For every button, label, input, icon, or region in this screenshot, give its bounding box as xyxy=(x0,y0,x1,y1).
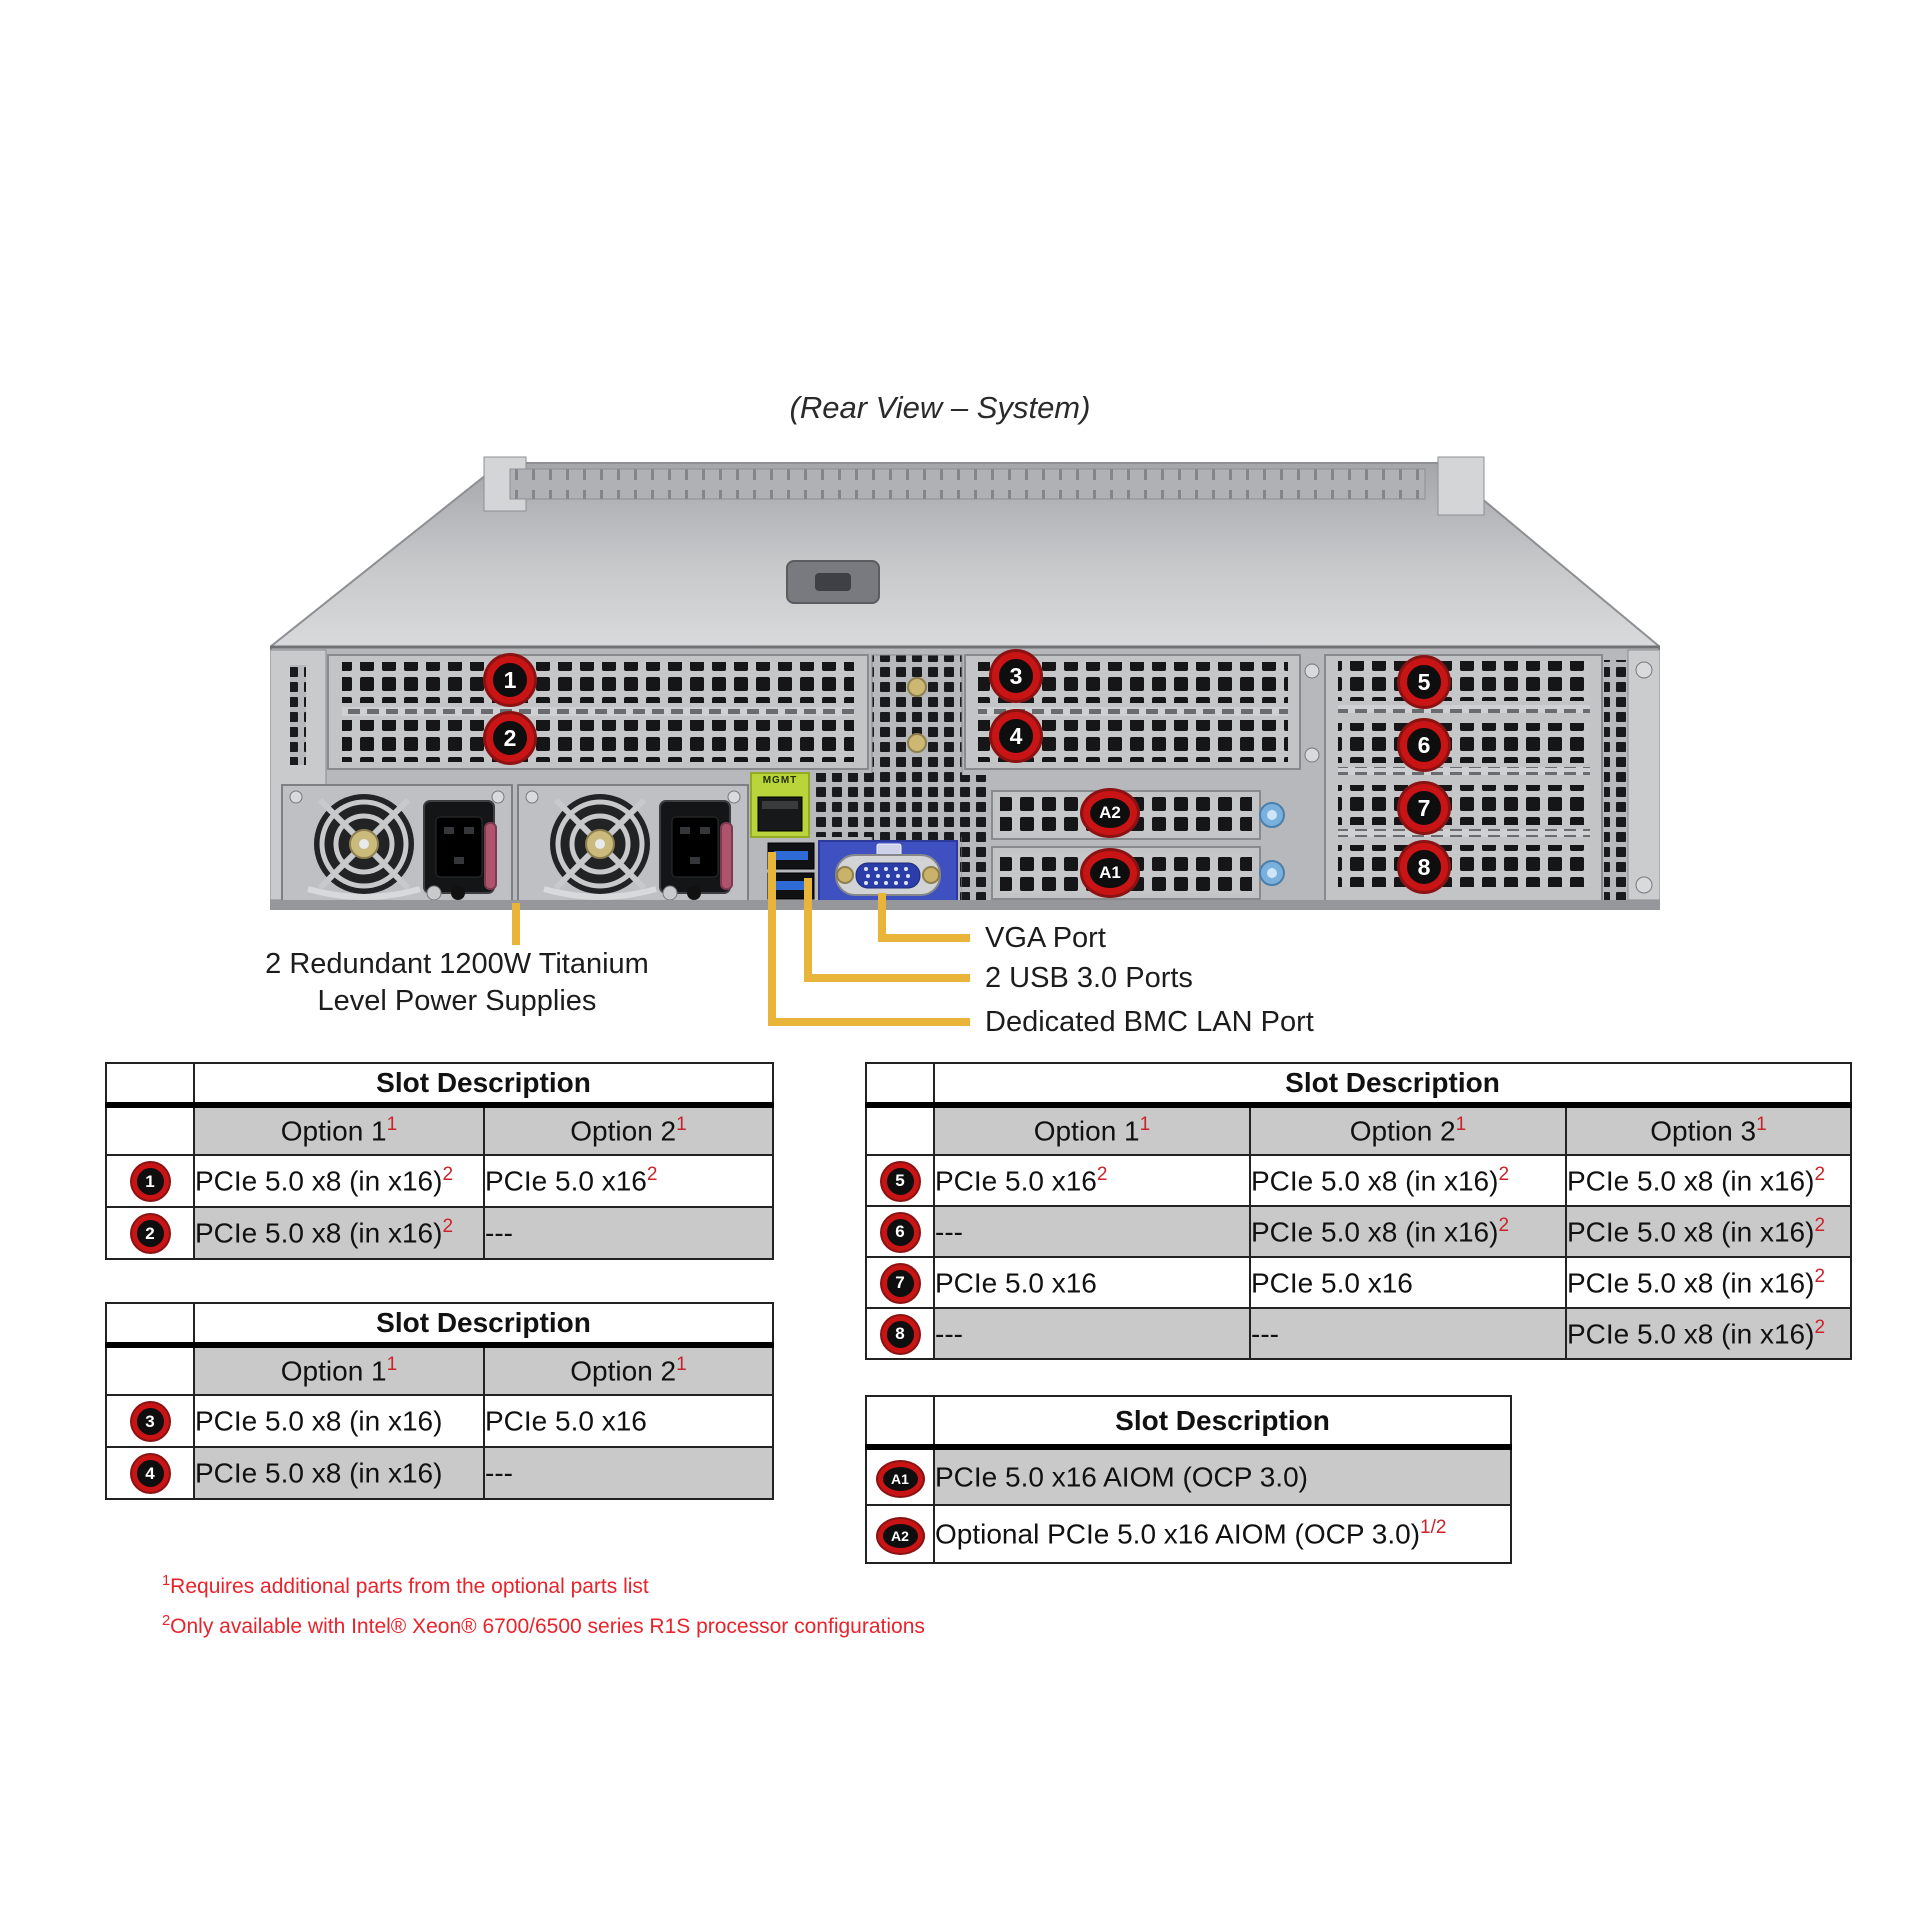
usb-callout-line-v xyxy=(804,878,812,982)
slot-table-1-2: Slot Description Option 11 Option 21 1 P… xyxy=(105,1062,775,1260)
slot-callout-8: 8 xyxy=(1400,843,1448,891)
header-badge-cell xyxy=(105,1062,195,1108)
slot-callout-1: 1 xyxy=(486,656,534,704)
psu-label-line1: 2 Redundant 1200W Titanium xyxy=(265,948,649,980)
row-badge: 4 xyxy=(131,1455,169,1493)
option-badge-cell xyxy=(105,1104,195,1156)
table-row: 1 PCIe 5.0 x8 (in x16)2 PCIe 5.0 x162 xyxy=(105,1154,775,1208)
slot-cell: PCIe 5.0 x8 (in x16)2 xyxy=(1249,1154,1567,1207)
usb-ports-label: 2 USB 3.0 Ports xyxy=(985,962,1193,994)
footnote-2: 2Only available with Intel® Xeon® 6700/6… xyxy=(162,1613,925,1638)
table-header: Slot Description xyxy=(933,1062,1852,1108)
slot-cell: PCIe 5.0 x162 xyxy=(933,1154,1251,1207)
slot-cell: PCIe 5.0 x16 xyxy=(1249,1256,1567,1309)
psu-callout-line xyxy=(512,903,520,945)
slot-callout-5: 5 xyxy=(1400,658,1448,706)
row-badge: 1 xyxy=(131,1163,169,1201)
slot-cell: PCIe 5.0 x16 xyxy=(933,1256,1251,1309)
option-1-header: Option 11 xyxy=(933,1104,1251,1156)
slot-callout-3: 3 xyxy=(992,652,1040,700)
slot-cell: PCIe 5.0 x16 xyxy=(482,1394,775,1448)
option-2-header: Option 21 xyxy=(482,1104,775,1156)
table-row: 2 PCIe 5.0 x8 (in x16)2 --- xyxy=(105,1206,775,1260)
table-row: A2 Optional PCIe 5.0 x16 AIOM (OCP 3.0)1… xyxy=(865,1504,1512,1564)
table-row: 8 --- --- PCIe 5.0 x8 (in x16)2 xyxy=(865,1307,1852,1360)
bmc-lan-label: Dedicated BMC LAN Port xyxy=(985,1006,1314,1038)
vga-callout-line-v xyxy=(878,893,886,942)
bmc-callout-line-h xyxy=(768,1018,970,1026)
slot-callout-a2: A2 xyxy=(1083,791,1137,835)
slot-cell: PCIe 5.0 x8 (in x16)2 xyxy=(193,1154,485,1208)
vga-callout-line-h xyxy=(878,934,970,942)
vga-port-label: VGA Port xyxy=(985,922,1106,954)
option-badge-cell xyxy=(105,1344,195,1396)
slot-cell: PCIe 5.0 x8 (in x16)2 xyxy=(1565,1154,1852,1207)
slot-cell: PCIe 5.0 x8 (in x16)2 xyxy=(193,1206,485,1260)
slot-cell: --- xyxy=(1249,1307,1567,1360)
table-row: 6 --- PCIe 5.0 x8 (in x16)2 PCIe 5.0 x8 … xyxy=(865,1205,1852,1258)
row-badge: A1 xyxy=(877,1461,923,1496)
table-row: 7 PCIe 5.0 x16 PCIe 5.0 x16 PCIe 5.0 x8 … xyxy=(865,1256,1852,1309)
table-row: 3 PCIe 5.0 x8 (in x16) PCIe 5.0 x16 xyxy=(105,1394,775,1448)
table-row: A1 PCIe 5.0 x16 AIOM (OCP 3.0) xyxy=(865,1446,1512,1506)
slot-cell: --- xyxy=(482,1446,775,1500)
slot-cell: PCIe 5.0 x8 (in x16) xyxy=(193,1394,485,1448)
header-badge-cell xyxy=(865,1062,935,1108)
slot-cell: PCIe 5.0 x8 (in x16)2 xyxy=(1565,1205,1852,1258)
table-row: 4 PCIe 5.0 x8 (in x16) --- xyxy=(105,1446,775,1500)
slot-cell: PCIe 5.0 x8 (in x16)2 xyxy=(1249,1205,1567,1258)
table-header: Slot Description xyxy=(933,1395,1512,1450)
psu-label: 2 Redundant 1200W Titanium Level Power S… xyxy=(255,946,659,1020)
option-3-header: Option 31 xyxy=(1565,1104,1852,1156)
slot-callout-7: 7 xyxy=(1400,784,1448,832)
psu-label-line2: Level Power Supplies xyxy=(317,985,597,1017)
slot-cell: PCIe 5.0 x8 (in x16)2 xyxy=(1565,1256,1852,1309)
row-badge: 2 xyxy=(131,1215,169,1253)
footnotes: 1Requires additional parts from the opti… xyxy=(162,1564,925,1644)
slot-cell: --- xyxy=(482,1206,775,1260)
slot-cell: Optional PCIe 5.0 x16 AIOM (OCP 3.0)1/2 xyxy=(933,1504,1512,1564)
slot-cell: PCIe 5.0 x8 (in x16) xyxy=(193,1446,485,1500)
slot-callout-4: 4 xyxy=(992,712,1040,760)
slot-cell: PCIe 5.0 x8 (in x16)2 xyxy=(1565,1307,1852,1360)
slot-table-aiom: Slot Description A1 PCIe 5.0 x16 AIOM (O… xyxy=(865,1395,1512,1564)
option-badge-cell xyxy=(865,1104,935,1156)
row-badge: A2 xyxy=(877,1518,923,1553)
bmc-callout-line-v xyxy=(768,852,776,1026)
slot-callout-6: 6 xyxy=(1400,721,1448,769)
slot-cell: --- xyxy=(933,1307,1251,1360)
slot-cell: --- xyxy=(933,1205,1251,1258)
option-1-header: Option 11 xyxy=(193,1344,485,1396)
row-badge: 6 xyxy=(881,1213,919,1251)
slot-cell: PCIe 5.0 x162 xyxy=(482,1154,775,1208)
header-badge-cell xyxy=(105,1302,195,1348)
server-chassis-art xyxy=(270,456,1660,910)
row-badge: 5 xyxy=(881,1162,919,1200)
slot-callout-2: 2 xyxy=(486,714,534,762)
mgmt-port-label: MGMT xyxy=(762,775,798,786)
option-2-header: Option 21 xyxy=(1249,1104,1567,1156)
footnote-1: 1Requires additional parts from the opti… xyxy=(162,1573,649,1598)
table-header: Slot Description xyxy=(192,1062,775,1108)
slot-cell: PCIe 5.0 x16 AIOM (OCP 3.0) xyxy=(933,1446,1512,1506)
slot-callout-a1: A1 xyxy=(1083,851,1137,895)
option-2-header: Option 21 xyxy=(482,1344,775,1396)
row-badge: 3 xyxy=(131,1403,169,1441)
slot-table-5-8: Slot Description Option 11 Option 21 Opt… xyxy=(865,1062,1852,1360)
page-title: (Rear View – System) xyxy=(789,390,1091,425)
option-1-header: Option 11 xyxy=(193,1104,485,1156)
table-row: 5 PCIe 5.0 x162 PCIe 5.0 x8 (in x16)2 PC… xyxy=(865,1154,1852,1207)
header-badge-cell xyxy=(865,1395,935,1450)
usb-callout-line-h xyxy=(804,974,970,982)
server-rear-view: MGMT 1 2 3 4 5 6 7 8 A2 A1 xyxy=(270,455,1660,917)
slot-table-3-4: Slot Description Option 11 Option 21 3 P… xyxy=(105,1302,775,1500)
row-badge: 7 xyxy=(881,1264,919,1302)
table-header: Slot Description xyxy=(192,1302,775,1348)
row-badge: 8 xyxy=(881,1315,919,1353)
